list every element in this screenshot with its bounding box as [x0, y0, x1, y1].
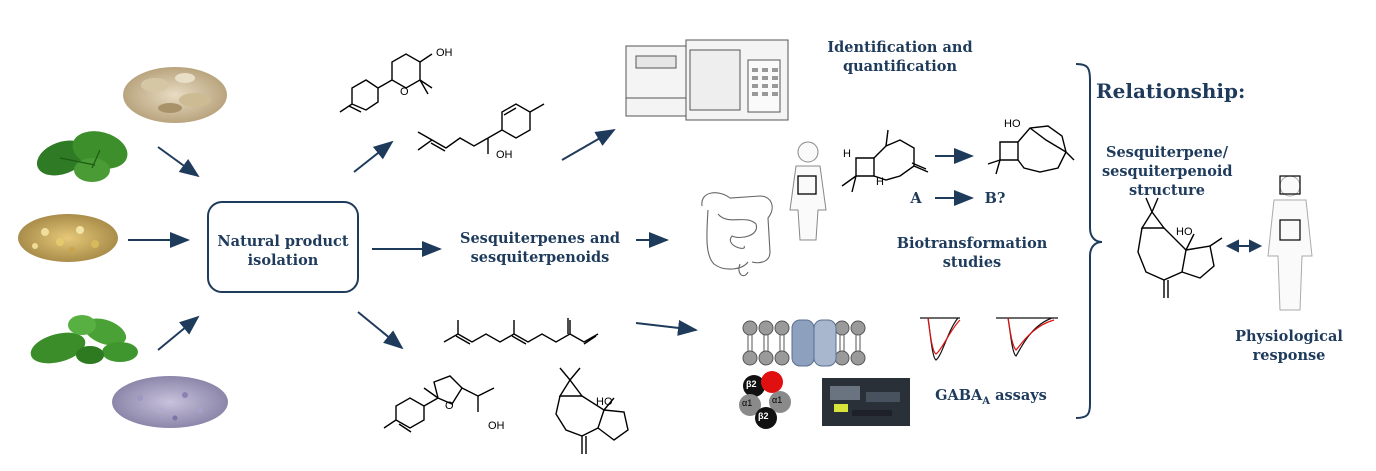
- molecule-spathulenol-bottom: [555, 367, 629, 454]
- intestine-illustration: [701, 192, 773, 277]
- membrane-bilayer: [742, 319, 866, 367]
- ho-label-2: HO: [1004, 118, 1021, 130]
- gaba-label-main: GABA: [935, 387, 983, 404]
- ho-label-3: HO: [1176, 226, 1193, 238]
- o-ring-label: O: [400, 86, 409, 98]
- structure-label: Sesquiterpene/ sesquiterpenoid structure: [1102, 144, 1233, 199]
- biotransformation-label: Biotransformation studies: [896, 235, 1048, 271]
- molecule-bisabolol-oxide: [339, 53, 433, 113]
- double-arrow: [1225, 239, 1263, 253]
- gaba-label-suffix: assays: [990, 387, 1047, 404]
- compound-b-label: B?: [984, 190, 1006, 207]
- gaba-receptor-subunits: [739, 371, 791, 429]
- plant-lemon-balm: [36, 131, 128, 182]
- plant-lavender: [112, 376, 228, 428]
- o-ring-label-b: O: [445, 400, 454, 412]
- plant-basil: [30, 315, 138, 364]
- response-label: Physiological response: [1235, 328, 1343, 364]
- identification-label: Identification and quantification: [827, 39, 973, 75]
- molecule-product-b: [987, 125, 1075, 175]
- human-body-small: [789, 141, 827, 241]
- oh-label-3: OH: [488, 420, 505, 432]
- isolation-box: [207, 201, 359, 293]
- molecule-caryophyllene: [841, 129, 929, 193]
- human-body-large: [1267, 175, 1313, 311]
- relationship-title: Relationship:: [1096, 79, 1246, 103]
- subunit-alpha1-left: α1: [742, 398, 753, 408]
- subunit-beta2-bottom: β2: [758, 411, 769, 421]
- gc-instrument: [625, 39, 789, 121]
- current-traces: [920, 317, 1058, 361]
- oh-label-2: OH: [496, 149, 513, 161]
- compound-a-label: A: [910, 190, 922, 207]
- gaba-assays-label: GABAA assays: [926, 387, 1056, 407]
- molecule-bisabolol: [417, 103, 545, 154]
- molecule-bisabolol-oxide-b: [383, 375, 495, 433]
- plant-root-chips: [123, 67, 227, 123]
- molecule-farnesene: [443, 318, 599, 345]
- relationship-brace: [1075, 63, 1103, 419]
- molecule-spathulenol-right: [1137, 197, 1223, 298]
- sesquiterpenes-label: Sesquiterpenes and sesquiterpenoids: [459, 230, 621, 266]
- oh-label-1: OH: [436, 47, 453, 59]
- h-label-1: H: [843, 148, 851, 160]
- ho-label-1: HO: [596, 396, 613, 408]
- plant-arrows: [128, 146, 200, 351]
- subunit-beta2-top: β2: [746, 379, 757, 389]
- patch-clamp-photo: [822, 378, 910, 426]
- isolation-label: Natural product isolation: [217, 233, 349, 269]
- h-label-2: H: [876, 176, 884, 188]
- plant-chamomile: [18, 214, 118, 262]
- subunit-alpha1-right: α1: [772, 395, 783, 405]
- gaba-label-sub: A: [982, 395, 991, 407]
- box-arrows: [353, 129, 974, 350]
